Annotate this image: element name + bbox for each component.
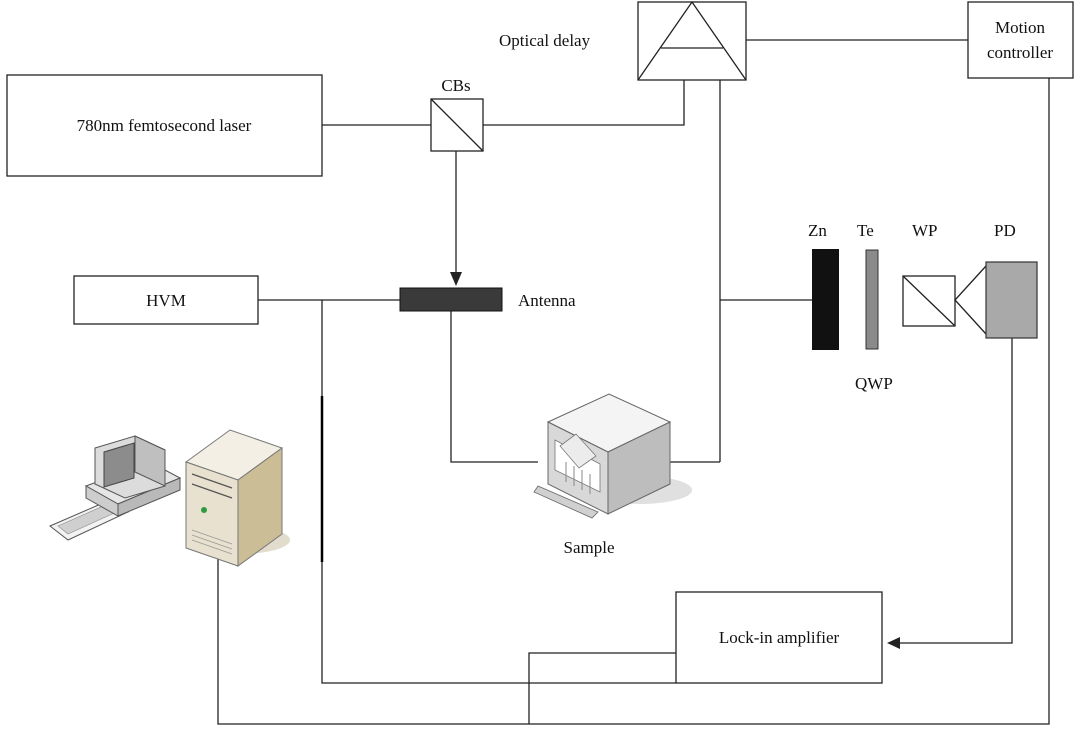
lockin-amplifier-label: Lock-in amplifier: [719, 628, 840, 647]
sample-chamber-icon: [533, 393, 692, 519]
wp-label: WP: [912, 221, 938, 240]
lockin-amplifier-box: [675, 591, 883, 684]
beam-splitter-cbs: [430, 98, 484, 152]
motion-controller-label-line1: Motion: [995, 18, 1046, 37]
sample-label: Sample: [564, 538, 615, 557]
qwp-label: QWP: [855, 374, 893, 393]
photodetector: [985, 261, 1038, 339]
znte-crystal: [812, 249, 839, 350]
motion-controller-box: [967, 1, 1074, 79]
hvm-label: HVM: [146, 291, 186, 310]
antenna-label: Antenna: [518, 291, 576, 310]
pd-label: PD: [994, 221, 1016, 240]
connection-lines: [217, 39, 1050, 725]
pd-input-cone: [954, 265, 987, 335]
optical-delay-prism: [637, 0, 747, 81]
zn-label: Zn: [808, 221, 827, 240]
qwp-plate: [865, 249, 879, 350]
laser-box: [6, 74, 323, 177]
computer-icon: [49, 429, 290, 567]
cbs-label: CBs: [441, 76, 470, 95]
antenna-bar: [399, 287, 503, 312]
te-label: Te: [857, 221, 874, 240]
hvm-box: [73, 275, 259, 325]
wollaston-prism: [902, 275, 956, 327]
optical-delay-label: Optical delay: [499, 31, 591, 50]
laser-label: 780nm femtosecond laser: [77, 116, 252, 135]
motion-controller-label-line2: controller: [987, 43, 1053, 62]
